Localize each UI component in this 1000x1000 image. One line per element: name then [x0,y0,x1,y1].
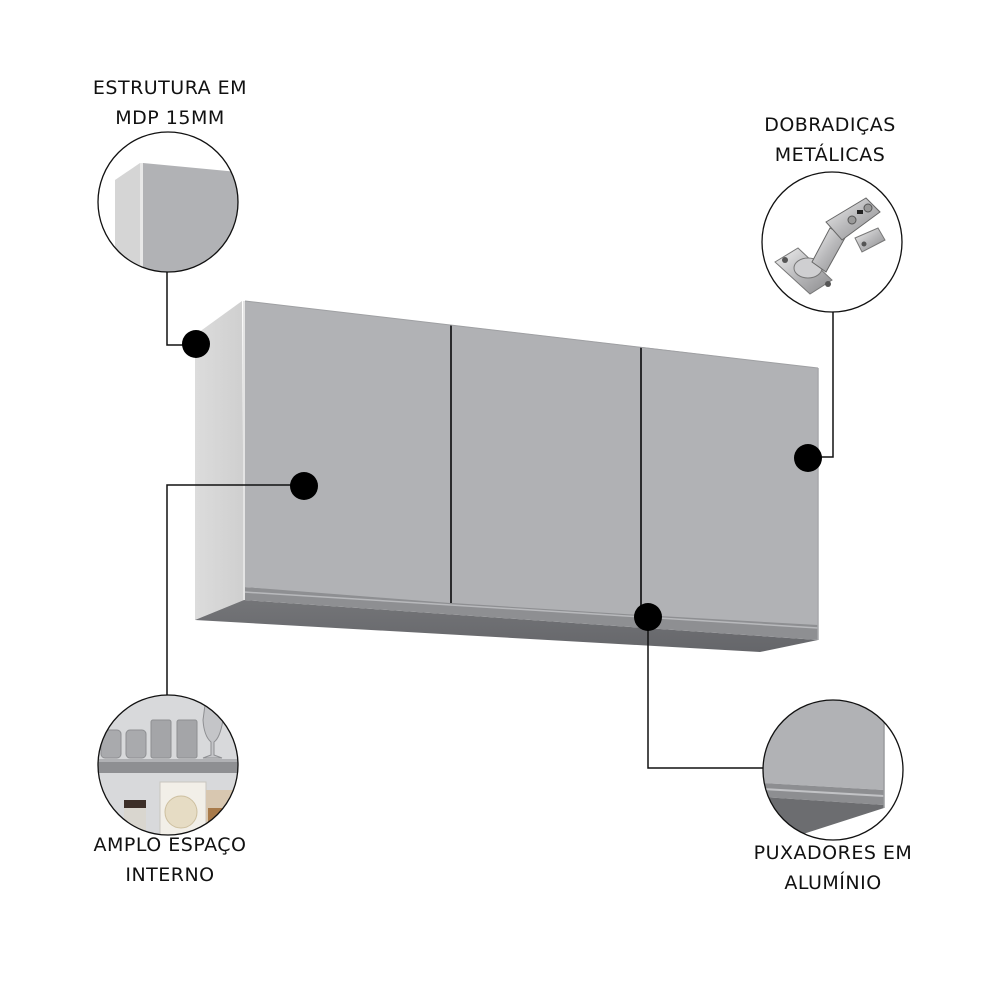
label-structure-line-2: MDP 15MM [115,107,225,129]
label-handles-line-1: PUXADORES EM [753,842,913,864]
label-handles: PUXADORES EM ALUMÍNIO [733,838,933,898]
callout-marker-handles [634,603,662,631]
label-handles-line-2: ALUMÍNIO [784,872,882,894]
cabinet-bottom-panel [195,600,818,652]
cabinet-door-right [642,347,818,625]
callout-handles [634,603,904,841]
label-hinges-line-2: METÁLICAS [774,144,886,166]
cabinet [195,300,819,652]
callout-marker-structure [182,330,210,358]
handle-thumbnail [763,700,903,840]
interior-thumbnail [98,695,238,835]
label-structure: ESTRUTURA EM MDP 15MM [70,73,270,133]
label-structure-line-1: ESTRUTURA EM [92,77,248,99]
callout-marker-hinges [794,444,822,472]
cabinet-door-left [245,301,450,603]
cabinet-door-middle [452,325,640,615]
structure-thumbnail [98,132,238,272]
label-hinges-line-1: DOBRADIÇAS [764,114,896,136]
label-space-line-2: INTERNO [125,864,215,886]
label-hinges: DOBRADIÇAS METÁLICAS [730,110,930,170]
label-space: AMPLO ESPAÇO INTERNO [70,830,270,890]
label-space-line-1: AMPLO ESPAÇO [93,834,247,856]
callout-hinges [761,171,903,472]
callout-space [97,472,318,836]
callout-structure [97,131,239,358]
hinge-thumbnail [762,172,902,312]
cabinet-side-panel [195,301,244,620]
callout-marker-space [290,472,318,500]
